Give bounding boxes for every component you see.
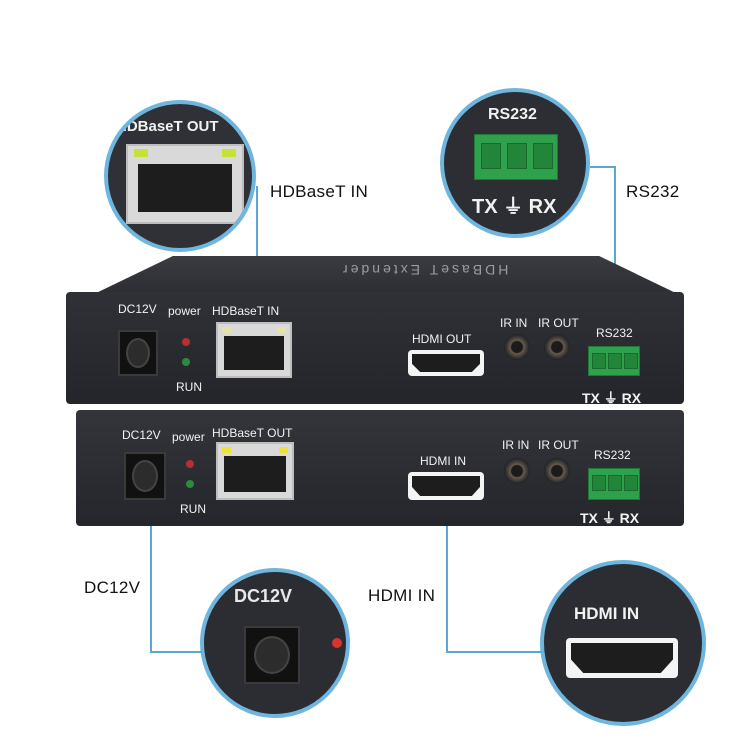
zoom-dc12v: DC12V <box>200 568 350 718</box>
transmitter-dc-label: DC12V <box>122 428 161 442</box>
receiver-front-panel <box>66 292 684 404</box>
zoom-rs232-label: RS232 <box>488 106 537 123</box>
leader-hdmi-v <box>446 500 448 652</box>
callout-hdbaset-in: HDBaseT IN <box>270 182 369 201</box>
leader-rs232-v <box>614 166 616 326</box>
leader-rs232-h <box>590 166 616 168</box>
receiver-hdbaset-label: HDBaseT IN <box>212 304 280 318</box>
transmitter-ir-out-jack <box>544 458 570 484</box>
zoom-hdbaset-port: HDBaseT OUT <box>104 100 256 252</box>
receiver-power-label: power <box>168 304 201 318</box>
leader-hdbaset-v <box>256 186 258 324</box>
zoom-dc-jack <box>244 626 300 684</box>
receiver-rs232-terminal <box>588 346 640 376</box>
receiver-hdmi-port <box>408 350 484 376</box>
receiver-hdmi-label: HDMI OUT <box>412 332 472 346</box>
receiver-ir-in-jack <box>504 334 530 360</box>
transmitter-rs232-terminal <box>588 468 640 500</box>
receiver-ir-out-label: IR OUT <box>538 316 579 330</box>
transmitter-run-led <box>186 480 194 488</box>
transmitter-ir-in-jack <box>504 458 530 484</box>
receiver-ir-in-label: IR IN <box>500 316 528 330</box>
receiver-rj45-jack <box>216 322 292 378</box>
callout-hdmi-in: HDMI IN <box>368 586 436 605</box>
receiver-tx-rx-label: TX ⏚ RX <box>582 390 642 406</box>
zoom-hdbaset-label: HDBaseT OUT <box>116 118 219 135</box>
transmitter-front-panel <box>76 410 684 526</box>
transmitter-tx-rx-label: TX ⏚ RX <box>580 510 640 526</box>
transmitter-rj45-jack <box>216 442 294 500</box>
receiver-top-surface <box>90 256 682 296</box>
transmitter-hdmi-label: HDMI IN <box>420 454 466 468</box>
transmitter-hdbaset-label: HDBaseT OUT <box>212 426 293 440</box>
receiver-power-led <box>182 338 190 346</box>
zoom-rj45-jack <box>126 144 244 224</box>
receiver-dc-jack <box>118 330 158 376</box>
zoom-dc12v-label: DC12V <box>234 586 293 606</box>
zoom-hdmi-label: HDMI IN <box>574 604 640 623</box>
receiver-run-label: RUN <box>176 380 202 394</box>
receiver-ir-out-jack <box>544 334 570 360</box>
zoom-rs232: RS232 TX ⏚ RX <box>440 88 590 238</box>
transmitter-ir-in-label: IR IN <box>502 438 530 452</box>
zoom-tx-rx-label: TX ⏚ RX <box>472 196 557 218</box>
transmitter-run-label: RUN <box>180 502 206 516</box>
leader-hdmi-h <box>446 651 542 653</box>
zoom-rs232-terminal <box>474 134 558 180</box>
receiver-top-label: HDBaseT Extender <box>340 262 509 278</box>
leader-dc-v <box>150 492 152 652</box>
callout-dc12v: DC12V <box>84 578 141 597</box>
transmitter-hdmi-port <box>408 472 484 500</box>
receiver-rs232-label: RS232 <box>596 326 633 340</box>
receiver-dc-label: DC12V <box>118 302 157 316</box>
zoom-hdmi-in: HDMI IN <box>540 560 706 726</box>
transmitter-dc-jack <box>124 452 166 500</box>
zoom-hdmi-port <box>566 638 678 678</box>
leader-dc-h <box>150 651 202 653</box>
transmitter-power-label: power <box>172 430 205 444</box>
callout-rs232: RS232 <box>626 182 680 201</box>
transmitter-ir-out-label: IR OUT <box>538 438 579 452</box>
transmitter-power-led <box>186 460 194 468</box>
zoom-power-led <box>332 638 342 648</box>
receiver-run-led <box>182 358 190 366</box>
transmitter-rs232-label: RS232 <box>594 448 631 462</box>
